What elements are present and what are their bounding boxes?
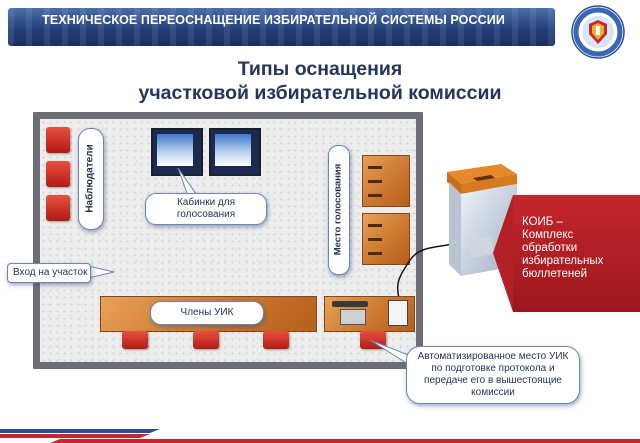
observer-chair [46, 195, 70, 221]
entrance-callout: Вход на участок [7, 263, 91, 283]
observer-chair [46, 161, 70, 187]
booths-callout: Кабинки для голосования [145, 193, 267, 225]
voting-place-callout [328, 145, 350, 275]
voting-place-label-wrap: Место голосования [328, 145, 348, 273]
member-chair [263, 331, 289, 349]
voting-booth-screen [215, 134, 251, 166]
slide-title-line-2: участковой избирательной комиссии [138, 82, 502, 104]
cabinet-slot [368, 238, 382, 241]
observers-label: Наблюдатели [84, 143, 96, 213]
workplace-callout: Автоматизированное место УИК по подготов… [406, 346, 580, 404]
koib-cable [396, 243, 453, 303]
printer-icon [388, 300, 408, 326]
koib-panel [513, 195, 640, 312]
observer-chair [46, 127, 70, 153]
voting-booth-screen [157, 134, 193, 166]
member-chair [122, 331, 148, 349]
entrance-label: Вход на участок [13, 267, 88, 278]
cabinet-slot [368, 180, 382, 183]
laptop-icon [340, 309, 366, 325]
koib-panel-arrow [493, 195, 513, 312]
voting-place-label: Место голосования [332, 163, 344, 255]
header-title: ТЕХНИЧЕСКОЕ ПЕРЕОСНАЩЕНИЕ ИЗБИРАТЕЛЬНОЙ … [42, 13, 505, 27]
cec-emblem-icon [571, 5, 625, 59]
workplace-label: Автоматизированное место УИК по подготов… [417, 351, 569, 398]
members-callout: Члены УИК [150, 301, 264, 325]
header-banner [8, 8, 555, 46]
cabinet-slot [368, 166, 382, 169]
members-label: Члены УИК [180, 307, 234, 318]
keyboard-icon [332, 301, 368, 307]
cabinet-slot [368, 194, 382, 197]
booths-label: Кабинки для голосования [176, 197, 236, 220]
slide-title-line-1: Типы оснащения [237, 58, 403, 80]
cabinet-slot [368, 224, 382, 227]
footer-flag-stripes [0, 429, 640, 443]
observers-callout [78, 128, 104, 230]
entrance-callout-pointer [88, 265, 115, 279]
koib-description: КОИБ – Комплекс обработки избирательных … [522, 216, 604, 280]
observers-label-wrap: Наблюдатели [78, 128, 102, 228]
cabinet-slot [368, 252, 382, 255]
member-chair [193, 331, 219, 349]
